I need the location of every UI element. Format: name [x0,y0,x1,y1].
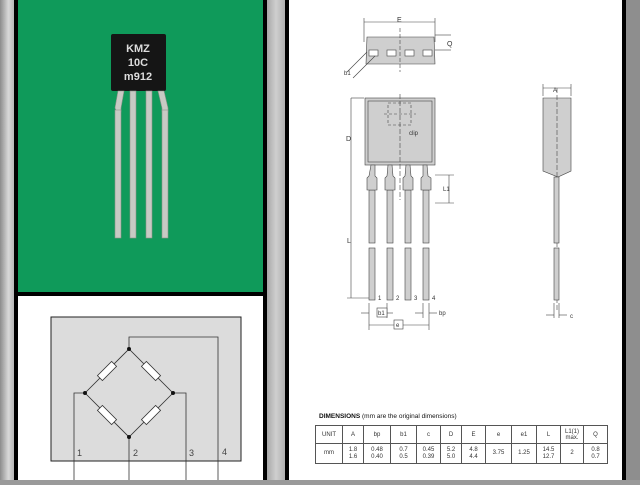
wire-pin3 [173,392,187,480]
resistor-4 [140,404,162,426]
column-header: D [440,425,462,444]
wheatstone-bridge-diagram: 1 2 3 4 [50,316,242,480]
frame-border [622,0,626,480]
pin-label-2: 2 [133,448,138,458]
resistors [96,360,162,426]
dimensions-subtitle: (mm are the original dimensions) [361,413,457,420]
column-header: b1 [390,425,417,444]
column-header: L [536,425,561,444]
column-header: E [461,425,486,444]
pin-label-1: 1 [77,448,82,458]
front-view-leads [366,164,432,301]
datasheet-panel: E Q b1 D clip L L1 A c bp b1 e 1 2 3 4 [289,0,622,480]
top-view-body [365,36,436,65]
chip-marking-line1: KMZ [126,43,150,55]
frame-divider [267,0,285,480]
dim-label-e: e [396,323,400,329]
column-header: L1(1) max. [560,425,584,444]
table-cell: 3.75 [485,443,512,464]
bridge-schematic: 1 2 3 4 [18,296,263,480]
frame-border [285,0,289,480]
resistor-3 [96,404,118,426]
package-outline-drawing: E Q b1 D clip L L1 A c bp b1 e 1 2 3 4 [344,17,573,330]
wire-pin1 [73,392,85,480]
table-cell: 1.25 [511,443,537,464]
column-header: c [416,425,441,444]
lead-label-4: 4 [432,296,436,302]
column-header: UNIT [315,425,343,444]
frame-left [0,0,14,480]
table-cell: 4.8 4.4 [461,443,486,464]
frame-border [263,0,267,480]
dim-label-E: E [397,17,402,24]
table-cell: 5.2 5.0 [440,443,462,464]
pin-label-3: 3 [189,448,194,458]
sensor-photo: KMZ 10C m912 [111,34,169,239]
table-cell: 14.5 12.7 [536,443,561,464]
dim-label-Q: Q [447,41,453,48]
dim-label-bp: bp [439,311,446,317]
column-header: bp [363,425,391,444]
sensor-outline [50,316,242,462]
chip-leads [114,90,169,239]
table-cell: 2 [560,443,584,464]
column-header: Q [583,425,608,444]
dim-label-L1: L1 [443,187,450,193]
product-photo: KMZ 10C m912 [18,0,263,292]
table-cell: 0.45 0.39 [416,443,441,464]
frame-right [626,0,640,480]
dimensions-title: DIMENSIONS (mm are the original dimensio… [319,413,457,420]
nodes [83,347,175,439]
dim-label-A: A [553,88,557,94]
dim-label-c: c [570,314,573,320]
frame-border [14,0,18,480]
table-cell: 1.8 1.6 [342,443,364,464]
dim-label-b1: b1 [378,311,385,317]
table-cell: 0.7 0.5 [390,443,417,464]
table-cell: 0.8 0.7 [583,443,608,464]
pin-label-4: 4 [222,447,227,457]
dim-label-b1-top: b1 [344,71,351,77]
chip-marking-line3: m912 [124,71,152,83]
resistor-2 [140,360,162,382]
dim-label-L: L [347,238,351,245]
chip-body [111,34,166,91]
column-header: e1 [511,425,537,444]
table-cell-unit: mm [315,443,343,464]
lead-label-3: 3 [414,296,418,302]
dim-label-D: D [346,136,351,143]
lead-label-2: 2 [396,296,400,302]
chip-marking-line2: 10C [128,57,148,69]
clip-label: clip [409,131,419,137]
resistor-1 [96,360,118,382]
frame-border [18,292,263,296]
column-header: A [342,425,364,444]
lead-label-1: 1 [378,296,382,302]
column-header: e [485,425,512,444]
wire-pin4 [128,336,219,480]
table-cell: 0.48 0.40 [363,443,391,464]
